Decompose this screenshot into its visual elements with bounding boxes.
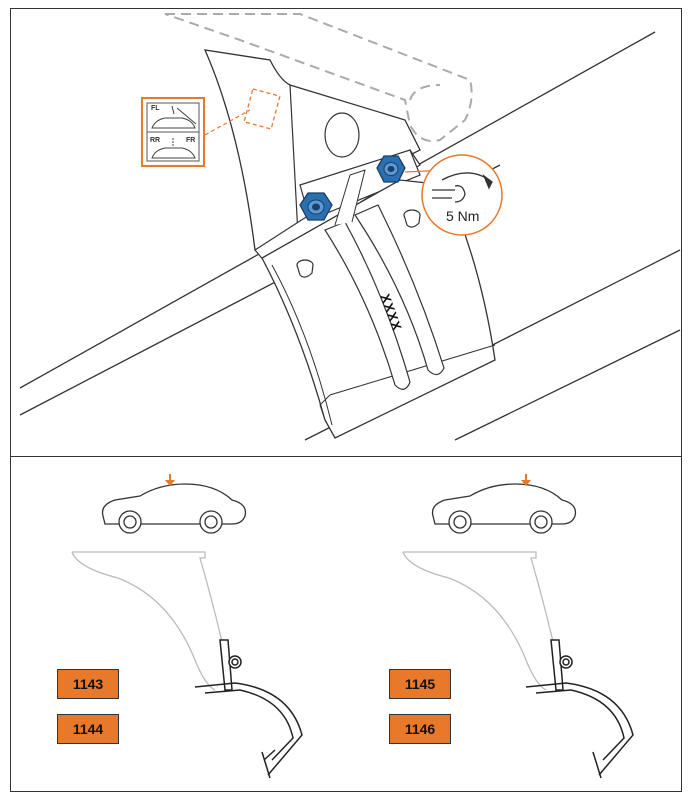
mini-car-bottom-icon xyxy=(151,147,196,159)
stud-left xyxy=(296,259,314,278)
wrench-icon xyxy=(432,172,493,203)
lock-knob xyxy=(324,112,360,158)
code-badge-left-1: 1143 xyxy=(57,669,119,699)
code-badge-right-1: 1145 xyxy=(389,669,451,699)
panel-divider xyxy=(10,456,682,457)
clamp-profile-right xyxy=(525,639,634,779)
torque-value-label: 5 Nm xyxy=(446,208,480,224)
clamp-profile-left xyxy=(194,639,303,779)
mini-car-top-icon xyxy=(151,117,196,129)
mount-zone-leader xyxy=(204,109,251,136)
car-side-left-icon xyxy=(101,483,247,534)
crossbar-ghost xyxy=(164,13,473,142)
code-badge-left-2: 1144 xyxy=(57,714,119,744)
code-badge-right-2: 1146 xyxy=(389,714,451,744)
torque-callout-circle xyxy=(421,154,503,236)
diagram-frame xyxy=(10,8,682,792)
position-rr-label: RR xyxy=(150,137,161,144)
roof-line-rear2 xyxy=(454,329,681,441)
car-side-right-icon xyxy=(431,483,577,534)
stud-right xyxy=(403,209,421,228)
slot-right xyxy=(354,204,445,376)
nut-left xyxy=(299,192,333,221)
mount-zone-marker xyxy=(243,88,281,130)
position-fr-label: FR xyxy=(186,137,196,144)
slot-left xyxy=(324,221,411,390)
nut-right xyxy=(376,155,406,183)
position-fl-label: FL xyxy=(151,105,160,112)
